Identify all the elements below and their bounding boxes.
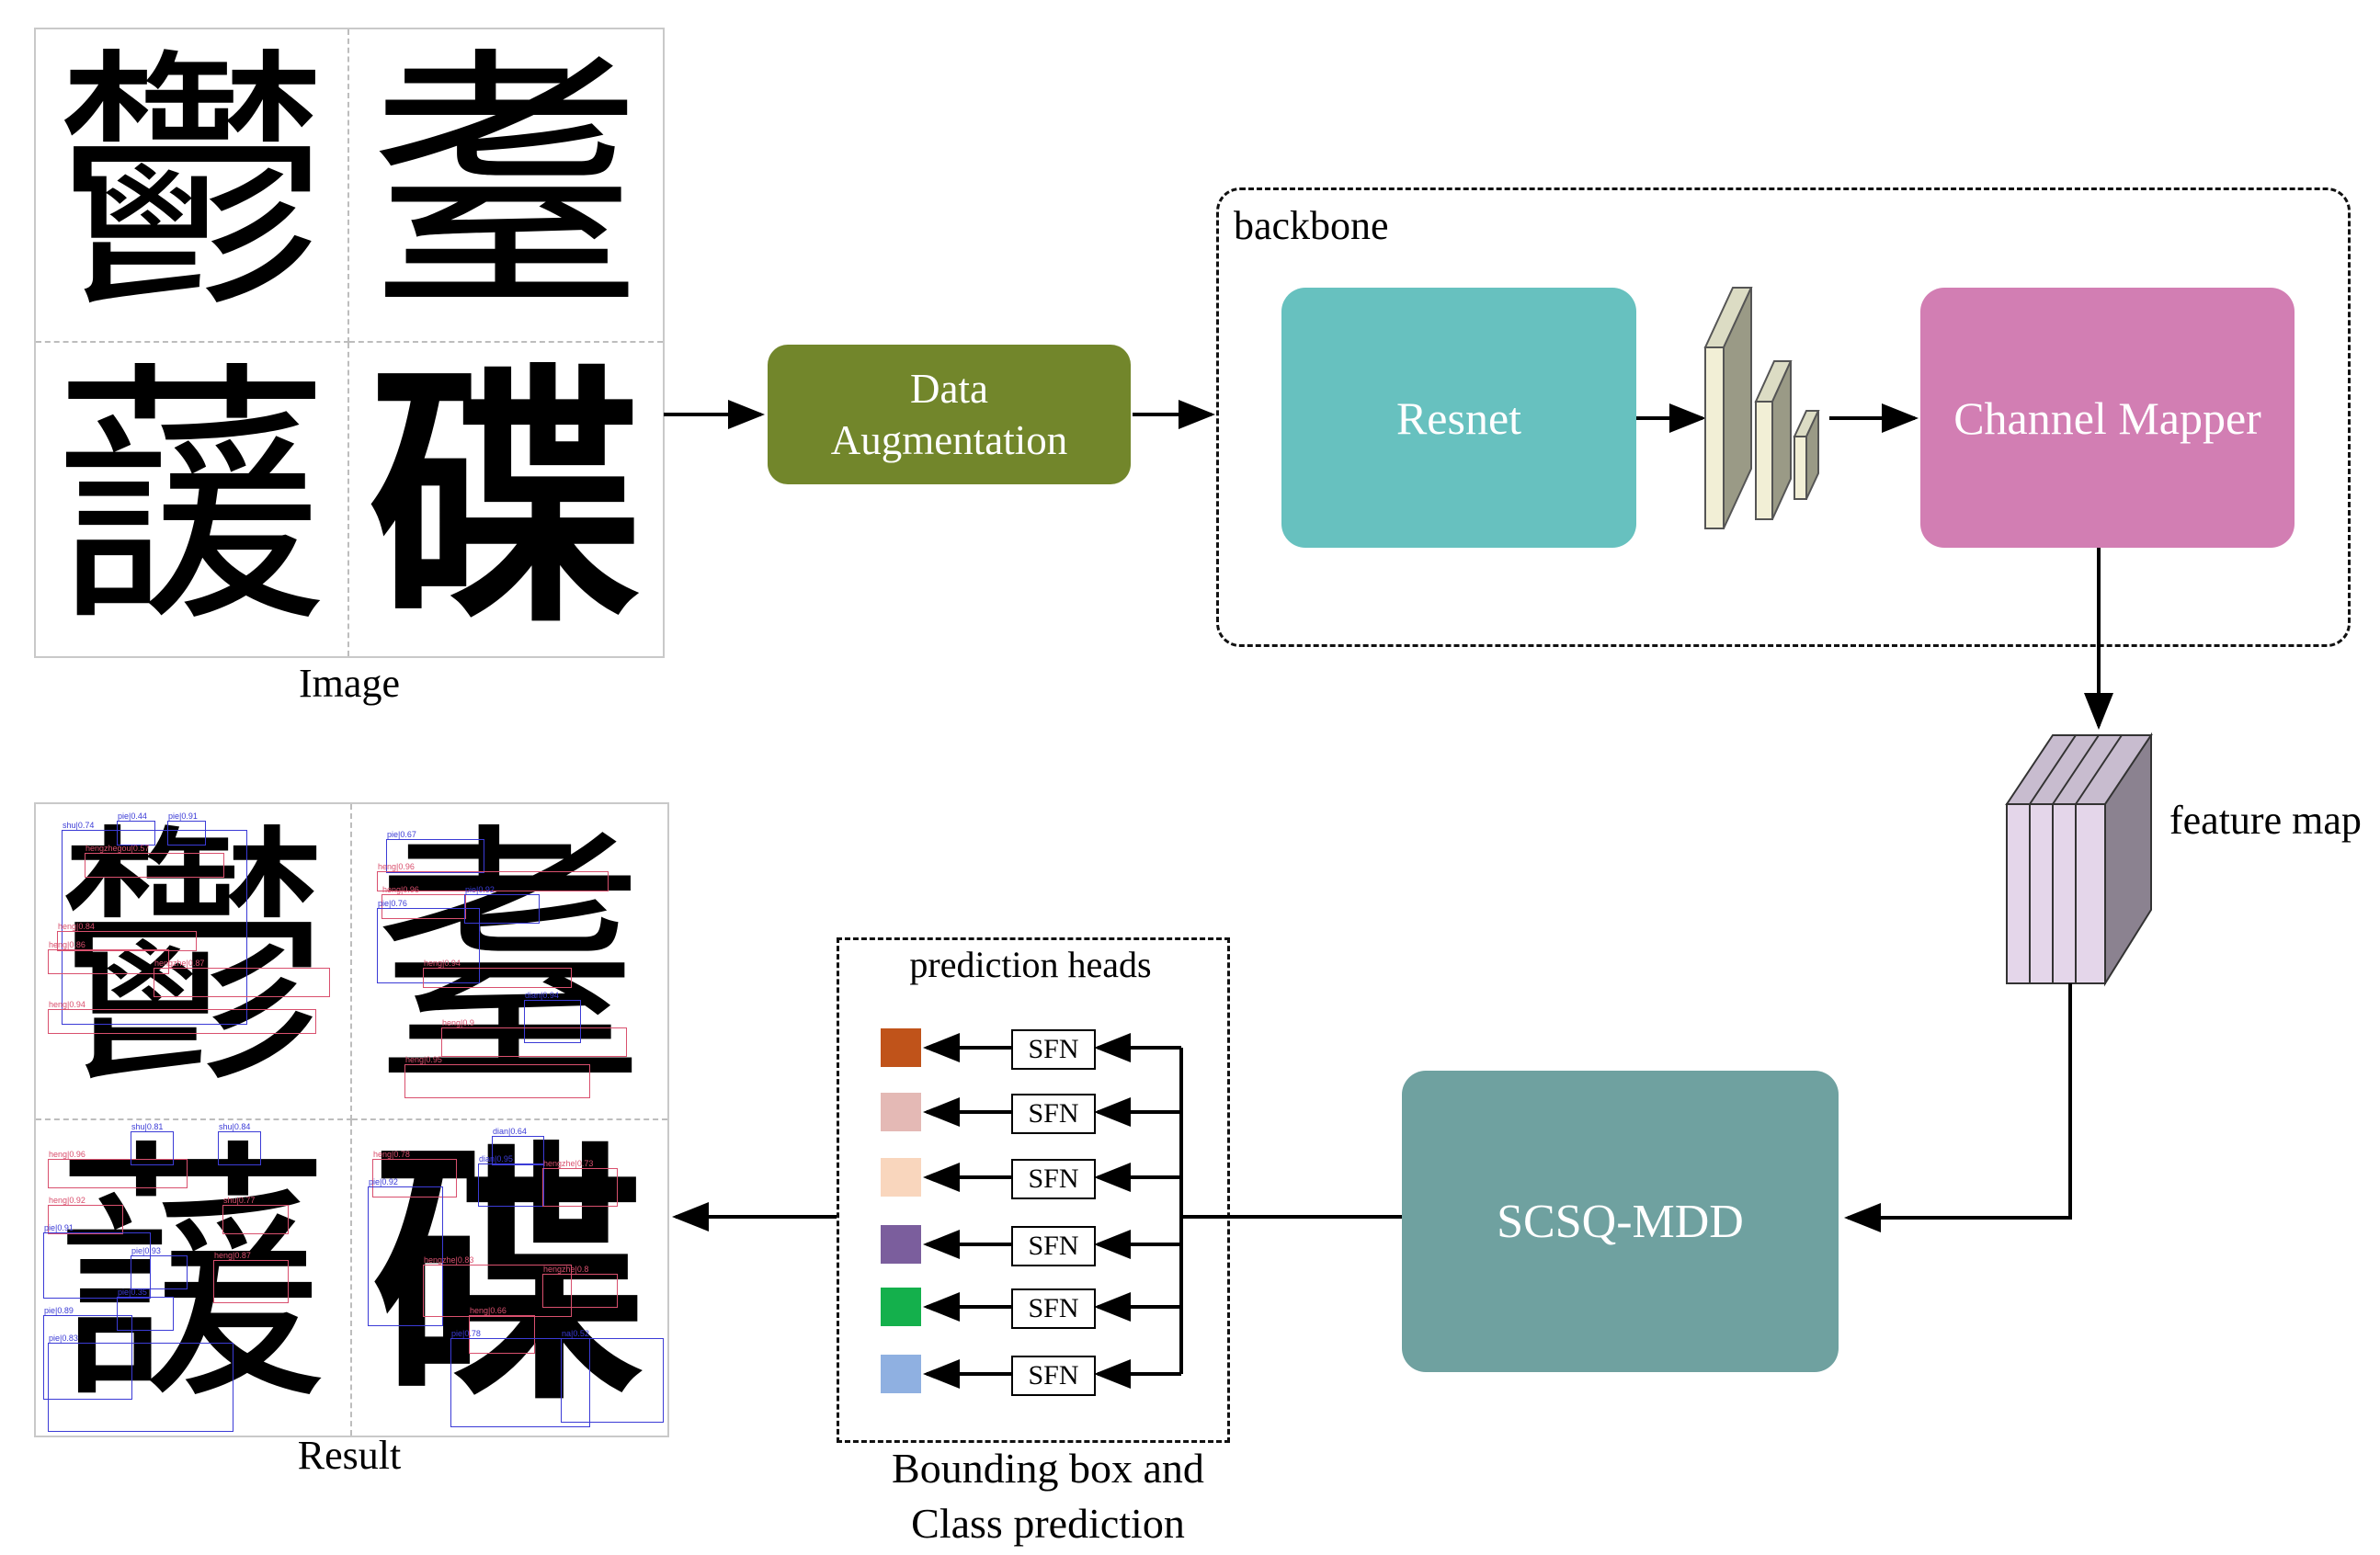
pyramid-layer-2 xyxy=(1754,360,1793,520)
backbone-container xyxy=(1216,187,2351,647)
class-color-square xyxy=(881,1093,921,1131)
feature-map-block xyxy=(2005,732,2153,987)
prediction-heads-container xyxy=(837,937,1230,1443)
sfn-box: SFN xyxy=(1011,1288,1096,1329)
result-character-1: 鬱 xyxy=(54,804,331,1120)
pyramid-layer-3 xyxy=(1793,410,1820,500)
channel-mapper-label: Channel Mapper xyxy=(1953,392,2261,444)
result-label: Result xyxy=(297,1433,402,1478)
scsq-mdd-box: SCSQ-MDD xyxy=(1402,1071,1839,1372)
class-color-square xyxy=(881,1028,921,1067)
scsq-mdd-label: SCSQ-MDD xyxy=(1497,1195,1744,1248)
input-character-3: 蘐 xyxy=(36,343,349,656)
pyramid-layer-1 xyxy=(1703,287,1753,529)
result-character-3: 蘐 xyxy=(54,1119,331,1436)
channel-mapper-box: Channel Mapper xyxy=(1920,288,2295,548)
resnet-label: Resnet xyxy=(1395,392,1522,444)
class-color-square xyxy=(881,1355,921,1393)
input-character-4: 碟 xyxy=(368,343,644,656)
sfn-box: SFN xyxy=(1011,1029,1096,1070)
input-character-2: 耋 xyxy=(349,29,663,343)
prediction-caption: Bounding box and Class prediction xyxy=(892,1445,1204,1547)
result-cell-4: 碟 xyxy=(352,1120,668,1436)
result-image-grid: 鬱 耋 蘐 碟 xyxy=(34,802,669,1437)
input-image-label: Image xyxy=(299,661,400,706)
backbone-title: backbone xyxy=(1234,203,1389,248)
arrow-feature-map-to-model xyxy=(1844,983,2072,1232)
result-cell-2: 耋 xyxy=(351,804,667,1120)
result-character-2: 耋 xyxy=(371,804,648,1120)
result-cell-3: 蘐 xyxy=(36,1119,352,1436)
result-character-4: 碟 xyxy=(371,1119,648,1436)
input-image-grid: 鬱 耋 蘐 碟 xyxy=(34,28,665,658)
data-augmentation-label: Data Augmentation xyxy=(830,366,1068,463)
class-color-square xyxy=(881,1288,921,1326)
class-color-square xyxy=(881,1158,921,1197)
result-cell-1: 鬱 xyxy=(36,804,352,1120)
input-character-1: 鬱 xyxy=(36,29,349,343)
data-augmentation-box: Data Augmentation xyxy=(768,345,1131,484)
sfn-box: SFN xyxy=(1011,1356,1096,1396)
prediction-heads-title: prediction heads xyxy=(909,944,1152,985)
sfn-box: SFN xyxy=(1011,1159,1096,1199)
class-color-square xyxy=(881,1225,921,1264)
sfn-box: SFN xyxy=(1011,1226,1096,1266)
feature-map-label: feature map xyxy=(2169,798,2362,843)
resnet-box: Resnet xyxy=(1281,288,1636,548)
sfn-box: SFN xyxy=(1011,1094,1096,1134)
